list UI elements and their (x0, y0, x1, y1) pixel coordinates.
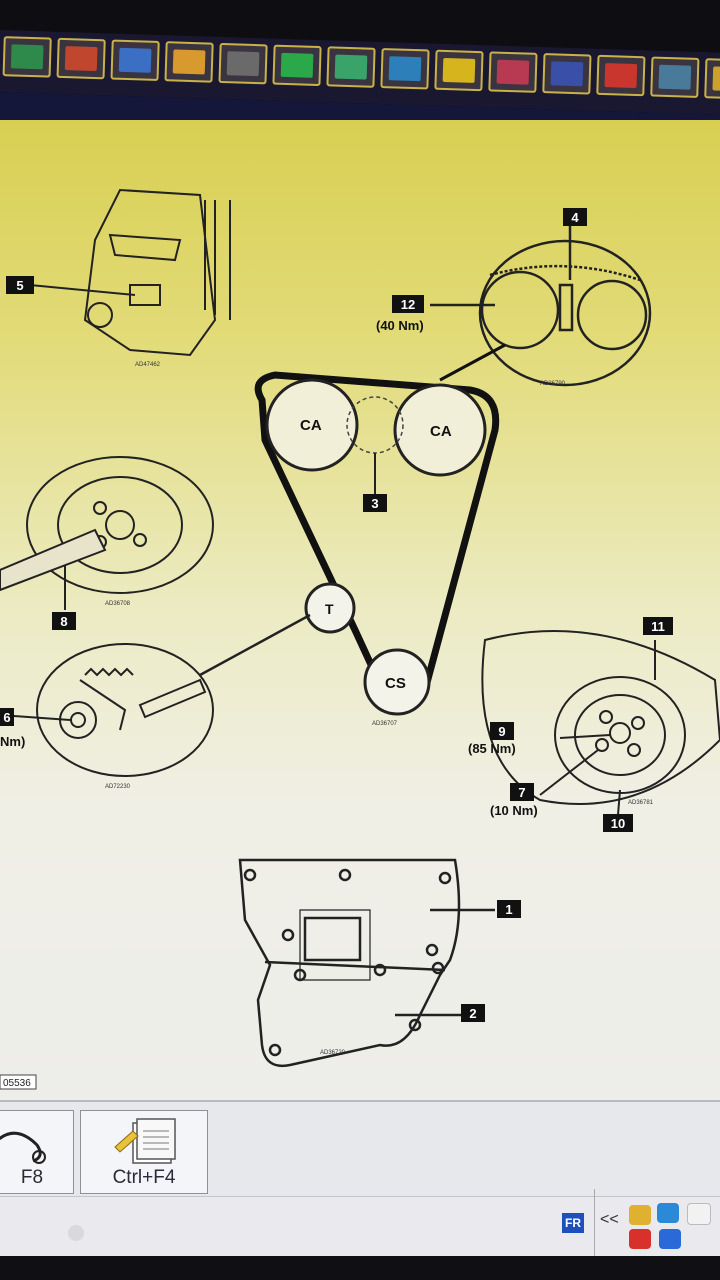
callout-12: 12 (401, 297, 415, 312)
app-icon-9[interactable] (434, 49, 484, 92)
language-indicator[interactable]: FR (562, 1213, 584, 1233)
app-icon-11-glyph (550, 61, 584, 87)
callout-3: 3 (371, 496, 378, 511)
callout-8: 8 (60, 614, 67, 629)
app-icon-10-glyph (496, 59, 530, 85)
app-icon-7[interactable] (326, 46, 376, 88)
camshaft-detail (430, 220, 652, 387)
app-icon-12-glyph (604, 63, 638, 89)
app-icon-14-glyph (712, 66, 720, 92)
callout-1: 1 (505, 902, 512, 917)
app-icon-11[interactable] (542, 53, 592, 95)
diagram-ref-code: 05536 (3, 1078, 31, 1089)
app-icon-8[interactable] (380, 47, 430, 90)
document-edit-icon (114, 1118, 176, 1164)
torque-6: Nm) (0, 734, 25, 749)
app-icon-3[interactable] (110, 39, 160, 82)
app-icon-1-glyph (10, 44, 44, 70)
svg-text:AD72230: AD72230 (105, 784, 131, 790)
app-icon-9-glyph (442, 57, 476, 83)
diagram-viewer: AD47462 AD36790 AD36708 AD36707 AD72230 … (0, 120, 720, 1110)
monitor-bezel (0, 1256, 720, 1280)
f8-button[interactable]: F8 (0, 1110, 74, 1194)
svg-text:AD36720: AD36720 (320, 1050, 346, 1056)
app-icon-8-glyph (388, 56, 422, 82)
app-icon-1[interactable] (2, 36, 52, 78)
pulley-label-tensioner: T (325, 601, 334, 617)
callout-4: 4 (571, 210, 579, 225)
torque-7: (10 Nm) (490, 803, 538, 818)
timing-cover (238, 858, 495, 1068)
app-icon-5-glyph (226, 51, 260, 77)
app-icon-7-glyph (334, 54, 368, 80)
callout-7: 7 (518, 785, 525, 800)
torque-12: (40 Nm) (376, 318, 424, 333)
app-icon-6[interactable] (272, 44, 322, 87)
pulley-label-crank: CS (385, 675, 406, 692)
callout-5: 5 (16, 278, 23, 293)
app-icon-14[interactable] (704, 58, 720, 100)
callout-6: 6 (3, 710, 10, 725)
engine-detail-sketch (29, 188, 231, 357)
svg-text:AD36708: AD36708 (105, 601, 131, 607)
belt-routing (254, 343, 506, 716)
timing-belt-diagram: AD47462 AD36790 AD36708 AD36707 AD72230 … (0, 188, 720, 1090)
app-icon-5[interactable] (218, 42, 268, 85)
app-icon-6-glyph (280, 52, 314, 78)
app-icon-3-glyph (118, 47, 152, 73)
pulley-label-ca-right: CA (430, 423, 452, 440)
system-tray (594, 1189, 720, 1259)
svg-text:AD36781: AD36781 (628, 800, 654, 806)
ctrl-f4-label: Ctrl+F4 (112, 1167, 176, 1188)
f8-label: F8 (20, 1167, 44, 1188)
security-icon[interactable] (629, 1229, 651, 1249)
app-icon-13[interactable] (650, 56, 700, 98)
app-icon-12[interactable] (596, 54, 646, 97)
svg-text:AD36790: AD36790 (540, 381, 566, 387)
function-key-bar: F8 Ctrl+F4 (0, 1100, 720, 1198)
taskbar-dot-icon (68, 1225, 84, 1241)
folder-icon[interactable] (629, 1205, 651, 1225)
callout-labels: 4 5 12 (40 Nm) 3 8 6 Nm) 11 9 (85 Nm) (0, 208, 673, 1022)
network-icon[interactable] (659, 1229, 681, 1249)
tensioner-detail (0, 613, 311, 777)
crank-pulley-detail (0, 456, 214, 610)
show-hidden-icons-button[interactable]: << (600, 1211, 619, 1228)
browser-icon[interactable] (657, 1203, 679, 1223)
chat-icon[interactable] (687, 1203, 711, 1225)
callout-11: 11 (651, 619, 665, 634)
app-icon-2[interactable] (56, 37, 106, 80)
app-icon-4-glyph (172, 49, 206, 75)
crankshaft-sprocket-detail (481, 630, 720, 816)
taskbar: FR << (0, 1189, 720, 1259)
svg-text:AD47462: AD47462 (135, 362, 161, 368)
pulley-label-ca-left: CA (300, 417, 322, 434)
callout-2: 2 (469, 1006, 476, 1021)
ctrl-f4-button[interactable]: Ctrl+F4 (80, 1110, 208, 1194)
torque-9: (85 Nm) (468, 741, 516, 756)
callout-10: 10 (611, 816, 625, 831)
timing-belt-icon (0, 1131, 46, 1164)
app-icon-2-glyph (64, 46, 98, 72)
app-icon-4[interactable] (164, 41, 214, 83)
app-icon-10[interactable] (488, 51, 538, 93)
callout-9: 9 (498, 724, 505, 739)
svg-text:AD36707: AD36707 (372, 721, 398, 727)
app-icon-13-glyph (658, 64, 692, 90)
